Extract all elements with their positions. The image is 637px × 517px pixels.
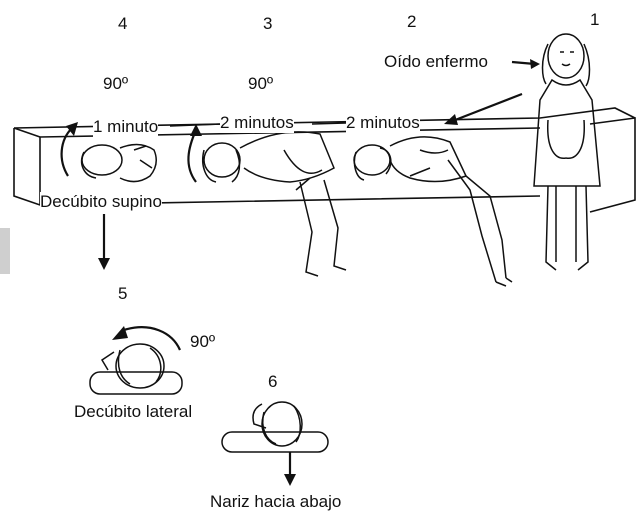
lying-figure-icon [82,144,157,181]
step-number-6: 6 [268,372,277,392]
rotation-arrow-step4 [62,128,72,176]
sick-ear-label: Oído enfermo [384,52,488,72]
step-number-1: 1 [590,10,599,30]
arrowhead-rot5 [112,326,128,340]
lateral-label: Decúbito lateral [74,402,192,422]
step-number-5: 5 [118,284,127,304]
step-number-4: 4 [118,14,127,34]
nose-down-label: Nariz hacia abajo [210,492,341,512]
arrowhead-ear [530,59,540,69]
duration-label-step3: 2 minutos [220,113,294,133]
side-tab [0,228,10,274]
rotation-arrow-step3 [188,130,196,182]
supine-label: Decúbito supino [40,192,162,212]
step-number-3: 3 [263,14,272,34]
arrowhead-step5 [98,258,110,270]
nose-down-figure-icon [222,402,328,452]
duration-label-step2: 2 minutos [346,113,420,133]
rotating-figure-icon [203,132,346,276]
angle-label-step4: 90º [103,74,128,94]
arrowhead-step6 [284,474,296,486]
duration-label-step4: 1 minuto [93,117,158,137]
step-number-2: 2 [407,12,416,32]
angle-label-step3: 90º [248,74,273,94]
head-on-pillow-figure-icon [90,344,182,394]
angle-label-step5: 90º [190,332,215,352]
bent-over-figure-icon [354,137,512,286]
standing-patient-figure-icon [534,34,600,270]
connector-line-2 [312,123,346,124]
